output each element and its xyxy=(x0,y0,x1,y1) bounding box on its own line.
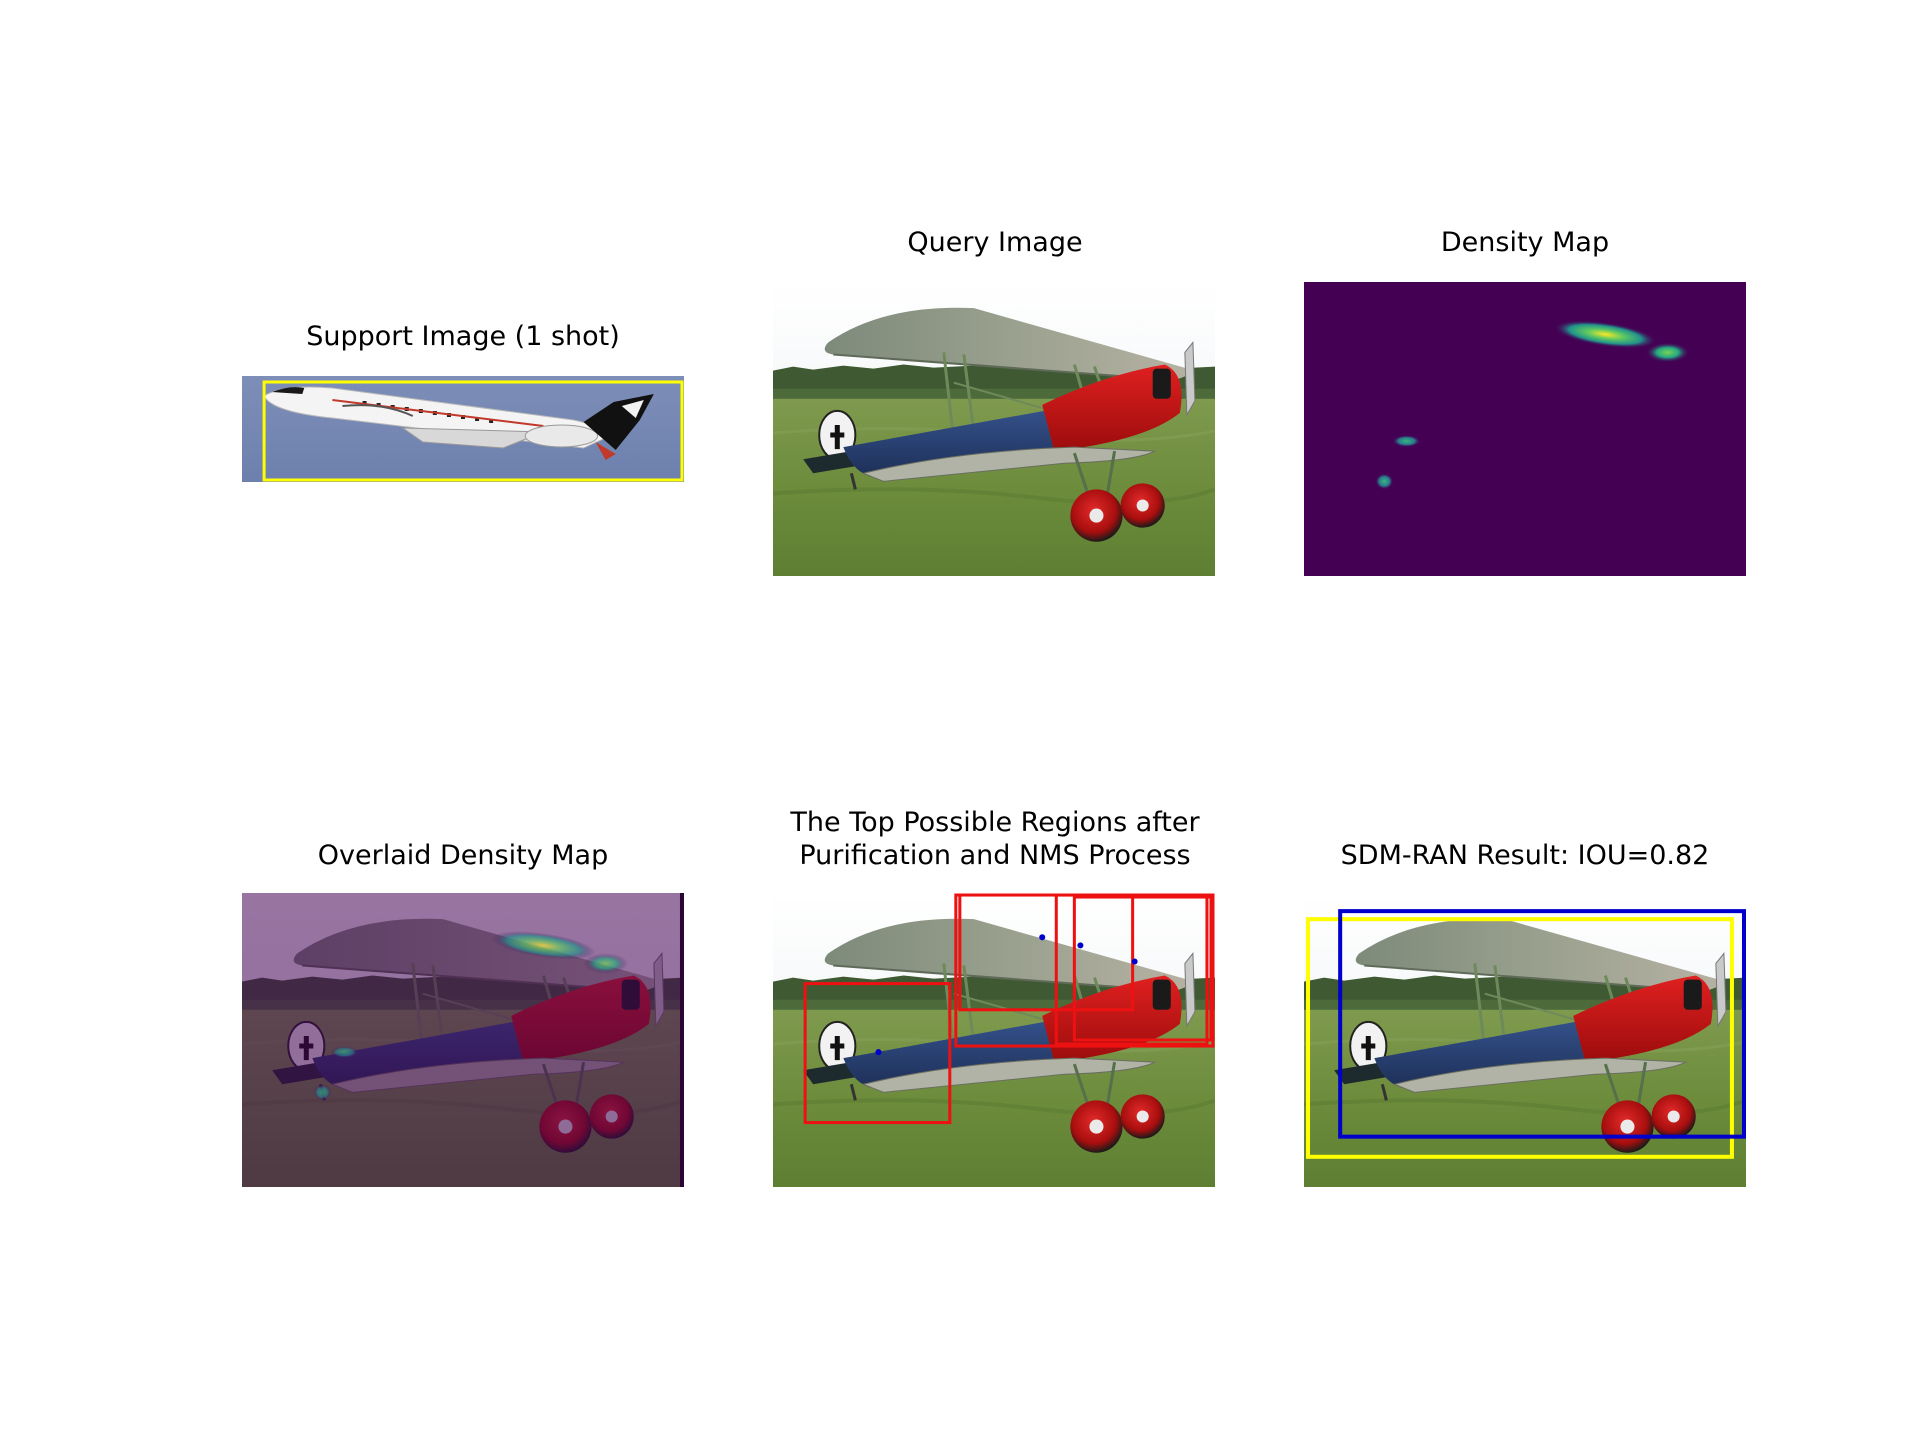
region-center-point xyxy=(1039,934,1046,941)
density-peak-secondary xyxy=(1645,342,1690,363)
sdm-ran-result-image xyxy=(1304,893,1746,1187)
overlaid-biplane-photo xyxy=(242,893,684,1187)
query-image xyxy=(773,282,1215,576)
sdm-ran-result-title: SDM-RAN Result: IOU=0.82 xyxy=(1340,840,1710,871)
candidate-region-box xyxy=(803,982,952,1125)
support-jet-photo xyxy=(242,376,684,482)
top-regions-image xyxy=(773,893,1215,1187)
ground-truth-box xyxy=(1306,917,1734,1159)
density-peak-tail xyxy=(1392,435,1421,448)
density-peak-main xyxy=(1553,320,1658,349)
support-image xyxy=(242,376,684,482)
result-biplane-photo xyxy=(1304,893,1746,1187)
overlaid-density-title: Overlaid Density Map xyxy=(317,840,609,871)
region-center-point xyxy=(1131,958,1138,965)
support-ground-truth-box xyxy=(262,380,684,482)
predicted-box xyxy=(1338,909,1746,1139)
region-center-point xyxy=(1077,942,1084,949)
overlaid-density-map xyxy=(242,893,684,1187)
candidate-region-box xyxy=(958,893,1135,1012)
region-center-point xyxy=(875,1049,882,1056)
density-map-title: Density Map xyxy=(1440,227,1610,258)
query-biplane-photo xyxy=(773,282,1215,576)
density-map xyxy=(1304,282,1746,576)
top-regions-title: The Top Possible Regions after Purificat… xyxy=(790,807,1200,871)
regions-biplane-photo xyxy=(773,893,1215,1187)
candidate-region-box xyxy=(1072,895,1213,1042)
query-image-title: Query Image xyxy=(907,227,1083,258)
support-image-title: Support Image (1 shot) xyxy=(306,321,620,352)
density-peak-small xyxy=(1375,473,1394,490)
density-heatmap xyxy=(1304,282,1746,576)
candidate-region-box xyxy=(1054,893,1209,1046)
